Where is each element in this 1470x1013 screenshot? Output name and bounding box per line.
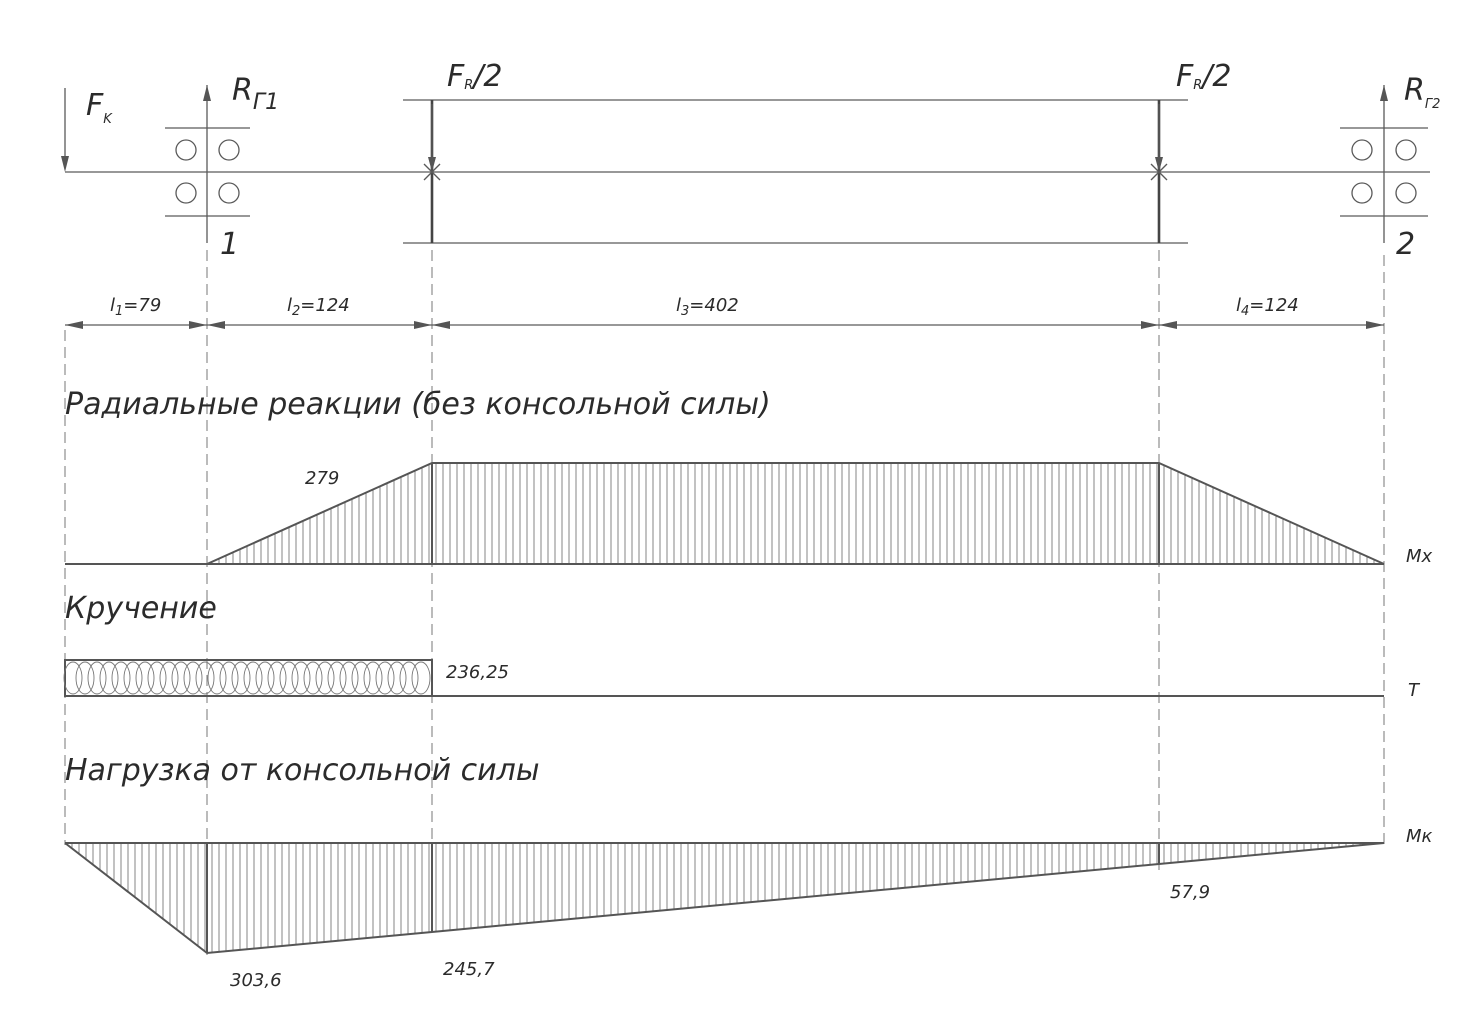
torsion-ellipse-29 xyxy=(411,661,431,695)
force-fk-arrow xyxy=(61,88,69,172)
cantilever-moment-plot xyxy=(64,842,1385,955)
torsion-ellipse-28 xyxy=(399,661,419,695)
radial-load-left-arrow xyxy=(428,104,436,172)
torsion-ellipse-0 xyxy=(63,661,83,695)
radial-section-title: Радиальные реакции (без консольной силы) xyxy=(65,387,771,422)
shaft-scheme xyxy=(65,99,1430,244)
torsion-ellipse-21 xyxy=(315,661,335,695)
torsion-ellipse-4 xyxy=(111,661,131,695)
torsion-ellipse-11 xyxy=(195,661,215,695)
torsion-ellipse-3 xyxy=(99,661,119,695)
torsion-ellipse-6 xyxy=(135,661,155,695)
dim-l3: l3=402 xyxy=(676,295,739,319)
torsion-ellipse-19 xyxy=(291,661,311,695)
torsion-ellipse-20 xyxy=(303,661,323,695)
dim-l1: l1=79 xyxy=(110,295,161,319)
dimension-line xyxy=(65,321,1384,329)
cantilever-moment-outline xyxy=(64,842,1385,955)
torsion-ellipse-22 xyxy=(327,661,347,695)
torsion-block xyxy=(64,659,433,697)
reaction-1-label: RГ1 xyxy=(232,73,279,115)
torsion-ellipse-25 xyxy=(363,661,383,695)
torsion-ellipse-24 xyxy=(351,661,371,695)
radial-load-right-arrow xyxy=(1155,104,1163,172)
bearing-1-number: 1 xyxy=(220,227,239,262)
torsion-value-label: 236,25 xyxy=(446,662,509,683)
radial-moment-plot xyxy=(65,462,1385,565)
projection-lines xyxy=(64,250,1385,955)
cantilever-value-label-2: 245,7 xyxy=(443,959,495,980)
torsion-hatching xyxy=(63,661,431,695)
radial-moment-hatching xyxy=(211,463,1382,564)
bearing-1-symbol xyxy=(165,85,250,243)
radial-moment-outline xyxy=(65,462,1385,565)
torsion-ellipse-27 xyxy=(387,661,407,695)
radial-load-left-label: FR/2 xyxy=(447,59,503,94)
cantilever-axis-label: Mк xyxy=(1406,826,1433,847)
torsion-ellipse-14 xyxy=(231,661,251,695)
torsion-section-title: Кручение xyxy=(65,591,217,626)
dim-l2: l2=124 xyxy=(287,295,350,319)
torsion-ellipse-23 xyxy=(339,661,359,695)
bearing-2-symbol xyxy=(1340,85,1428,243)
torsion-ellipse-12 xyxy=(207,661,227,695)
force-fk-label: FK xyxy=(86,88,113,127)
torsion-plot xyxy=(63,659,1384,697)
torsion-ellipse-7 xyxy=(147,661,167,695)
cantilever-section-title: Нагрузка от консольной силы xyxy=(65,753,540,788)
cantilever-value-label-3: 57,9 xyxy=(1170,882,1210,903)
cantilever-moment-hatching xyxy=(71,843,1382,953)
torsion-ellipse-16 xyxy=(255,661,275,695)
radial-axis-label: Mx xyxy=(1406,546,1433,567)
torsion-ellipse-18 xyxy=(279,661,299,695)
cantilever-value-label-1: 303,6 xyxy=(230,970,282,991)
torsion-ellipse-8 xyxy=(159,661,179,695)
reaction-2-label: RГ2 xyxy=(1404,73,1440,112)
torsion-ellipse-10 xyxy=(183,661,203,695)
dim-l4: l4=124 xyxy=(1236,295,1299,319)
torsion-ellipse-13 xyxy=(219,661,239,695)
torsion-ellipse-1 xyxy=(75,661,95,695)
radial-load-right-label: FR/2 xyxy=(1176,59,1232,94)
torsion-ellipse-9 xyxy=(171,661,191,695)
torsion-ellipse-2 xyxy=(87,661,107,695)
torsion-ellipse-17 xyxy=(267,661,287,695)
radial-value-label: 279 xyxy=(305,468,339,489)
bearing-2-number: 2 xyxy=(1396,227,1415,262)
torsion-axis-label: T xyxy=(1408,680,1421,701)
torsion-ellipse-26 xyxy=(375,661,395,695)
torsion-ellipse-15 xyxy=(243,661,263,695)
torsion-ellipse-5 xyxy=(123,661,143,695)
